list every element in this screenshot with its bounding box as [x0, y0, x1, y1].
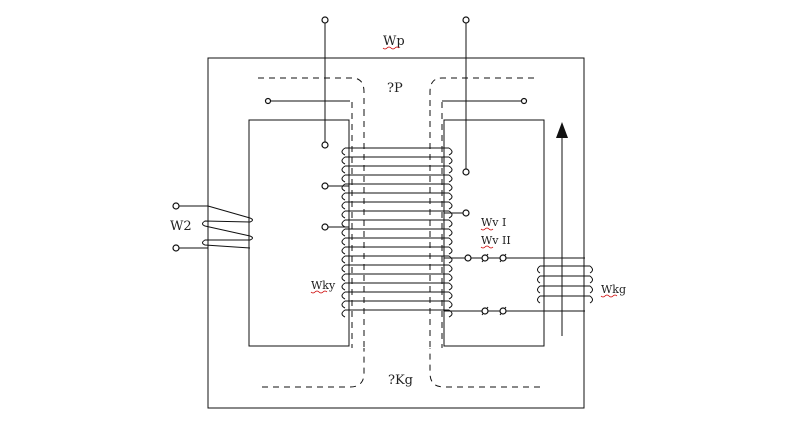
- terminal-circle-icon: [172, 244, 180, 252]
- terminal-circle-icon: [462, 16, 470, 24]
- wkg-loop: [537, 265, 541, 274]
- wkg-loop: [589, 285, 593, 294]
- winding-loop: [341, 282, 346, 291]
- winding-loop: [448, 273, 453, 282]
- arrow-up-icon: [556, 122, 568, 336]
- winding-loop: [341, 264, 346, 273]
- wkg-connections: [444, 253, 585, 316]
- winding-loop: [448, 147, 453, 156]
- winding-loop: [448, 282, 453, 291]
- winding-loop: [341, 309, 346, 318]
- winding-loop: [341, 219, 346, 228]
- winding-loop: [341, 147, 346, 156]
- terminal-circle-icon: [520, 97, 528, 105]
- wkg-loop: [589, 275, 593, 284]
- winding-loop: [448, 219, 453, 228]
- label-wkg: Wkg: [601, 283, 626, 296]
- terminal-circle-icon: [321, 16, 329, 24]
- winding-loop: [448, 228, 453, 237]
- wp-leads: [321, 16, 470, 176]
- winding-loop: [448, 264, 453, 273]
- wkg-loop: [589, 265, 593, 274]
- winding-loop: [448, 246, 453, 255]
- winding-loop: [341, 156, 346, 165]
- right-window: [443, 119, 545, 347]
- winding-loop: [448, 183, 453, 192]
- aux-leads-top: [264, 97, 528, 105]
- connector-pair-lower: [481, 306, 507, 316]
- winding-loop: [341, 300, 346, 309]
- wkg-loop: [537, 285, 541, 294]
- winding-loop: [448, 174, 453, 183]
- w2-coil: [172, 202, 253, 252]
- winding-loop: [341, 183, 346, 192]
- terminal-circle-icon: [462, 209, 470, 217]
- winding-loop: [448, 210, 453, 219]
- wkg-loop: [589, 295, 593, 304]
- left-window: [248, 119, 350, 347]
- label-wky: Wky: [311, 279, 336, 292]
- winding-loop: [341, 210, 346, 219]
- winding-loop: [341, 165, 346, 174]
- winding-loop: [448, 201, 453, 210]
- winding-loop: [448, 300, 453, 309]
- terminal-circle-icon: [321, 182, 329, 190]
- winding-loop: [448, 291, 453, 300]
- wkg-loop: [537, 275, 541, 284]
- winding-loop: [341, 228, 346, 237]
- wv-leads: [321, 182, 470, 231]
- winding-loop: [341, 246, 346, 255]
- connector-pair-upper: [464, 253, 507, 263]
- label-phi-p: ?P: [387, 81, 403, 96]
- label-w2: W2: [170, 219, 192, 234]
- winding-loop: [448, 192, 453, 201]
- winding-loop: [341, 237, 346, 246]
- winding-loop: [448, 156, 453, 165]
- terminal-circle-icon: [321, 141, 329, 149]
- wkg-loop: [537, 295, 541, 304]
- label-wp: Wp: [383, 34, 405, 49]
- winding-loop: [341, 273, 346, 282]
- winding-loop: [448, 165, 453, 174]
- label-wv-i: Wv I: [481, 216, 506, 229]
- flux-path-top: [258, 77, 534, 348]
- terminal-circle-icon: [462, 168, 470, 176]
- terminal-circle-icon: [321, 223, 329, 231]
- flux-path-bottom: [262, 348, 540, 388]
- winding-loop: [341, 174, 346, 183]
- winding-loop: [448, 255, 453, 264]
- wkg-coil: [537, 265, 593, 304]
- label-phi-kg: ?Kg: [388, 373, 413, 388]
- winding-loop: [448, 237, 453, 246]
- winding-loop: [341, 192, 346, 201]
- label-wv-ii: Wv II: [481, 234, 511, 247]
- outer-core: [207, 57, 585, 409]
- terminal-circle-icon: [264, 97, 272, 105]
- central-coil: [341, 147, 453, 318]
- winding-loop: [341, 201, 346, 210]
- winding-loop: [341, 291, 346, 300]
- terminal-circle-icon: [172, 202, 180, 210]
- winding-loop: [341, 255, 346, 264]
